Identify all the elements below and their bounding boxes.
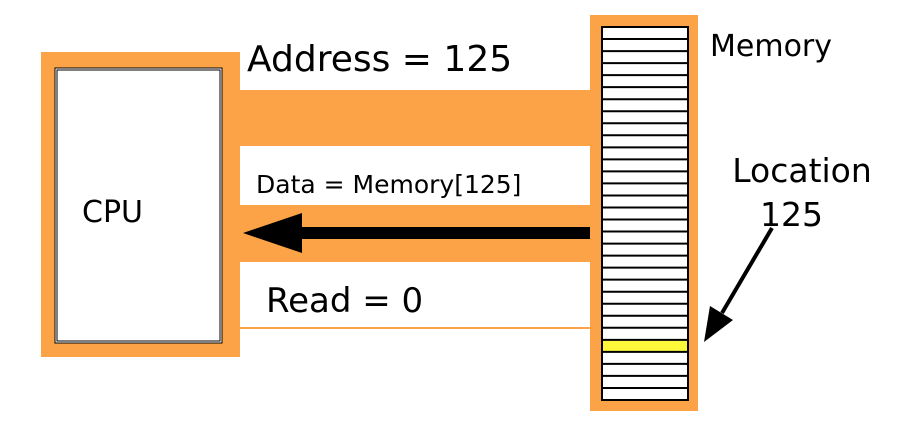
address-bus [238, 90, 595, 146]
memory-label: Memory [710, 29, 833, 64]
read-label: Read = 0 [266, 281, 424, 321]
location-arrow-shaft [720, 226, 774, 315]
location-arrow-head [704, 306, 733, 342]
location-number-label: 125 [760, 195, 823, 234]
data-arrow-head [243, 213, 302, 253]
cpu-box [54, 67, 223, 344]
memory-cells [602, 38, 688, 389]
memory-location-highlight [603, 340, 687, 352]
address-label: Address = 125 [247, 39, 513, 80]
location-label: Location [732, 151, 872, 190]
cpu-label: CPU [82, 195, 143, 230]
cpu-box-inner-border [56, 69, 221, 342]
memory-column [601, 26, 689, 401]
data-label: Data = Memory[125] [256, 170, 522, 199]
